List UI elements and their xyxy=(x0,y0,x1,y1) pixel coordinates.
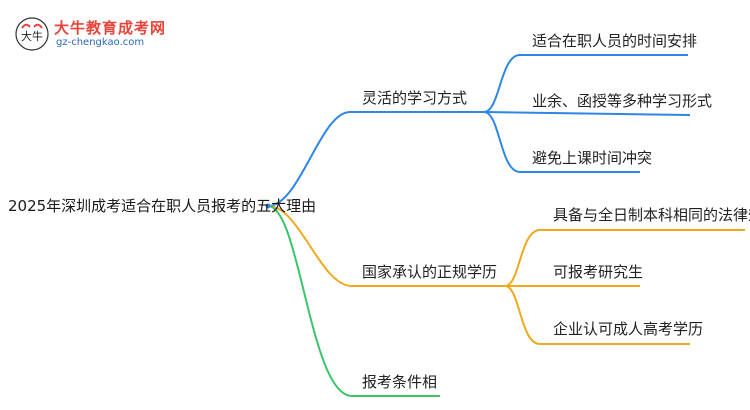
logo-url: gz-chengkao.com xyxy=(56,37,145,48)
logo-title: 大牛教育成考网 xyxy=(54,19,167,37)
branch-connector-1 xyxy=(267,54,691,207)
root-anchor xyxy=(265,203,271,209)
leaf-node-employer-recognition: 企业认可成人高考学历 xyxy=(553,320,704,338)
leaf-node-work-schedule: 适合在职人员的时间安排 xyxy=(532,32,698,50)
branch-connector-3 xyxy=(267,205,440,397)
root-node: 2025年深圳成考适合在职人员报考的五大理由 xyxy=(8,197,317,215)
branch-node-requirements: 报考条件相 xyxy=(362,373,438,391)
leaf-node-postgraduate: 可报考研究生 xyxy=(553,263,644,281)
leaf-node-study-forms: 业余、函授等多种学习形式 xyxy=(532,92,713,110)
logo-mark-text: 大牛 xyxy=(21,29,43,43)
branch-connector-2 xyxy=(267,205,745,345)
branch-node-recognized-degree: 国家承认的正规学历 xyxy=(362,263,498,281)
leaf-node-legal-validity: 具备与全日制本科相同的法律效力 xyxy=(553,206,750,224)
branch-node-flexible-study: 灵活的学习方式 xyxy=(362,89,468,107)
site-logo[interactable]: 大牛 大牛教育成考网 gz-chengkao.com xyxy=(14,14,174,54)
bull-logo-icon: 大牛 xyxy=(15,17,49,51)
leaf-node-avoid-conflict: 避免上课时间冲突 xyxy=(532,149,653,167)
